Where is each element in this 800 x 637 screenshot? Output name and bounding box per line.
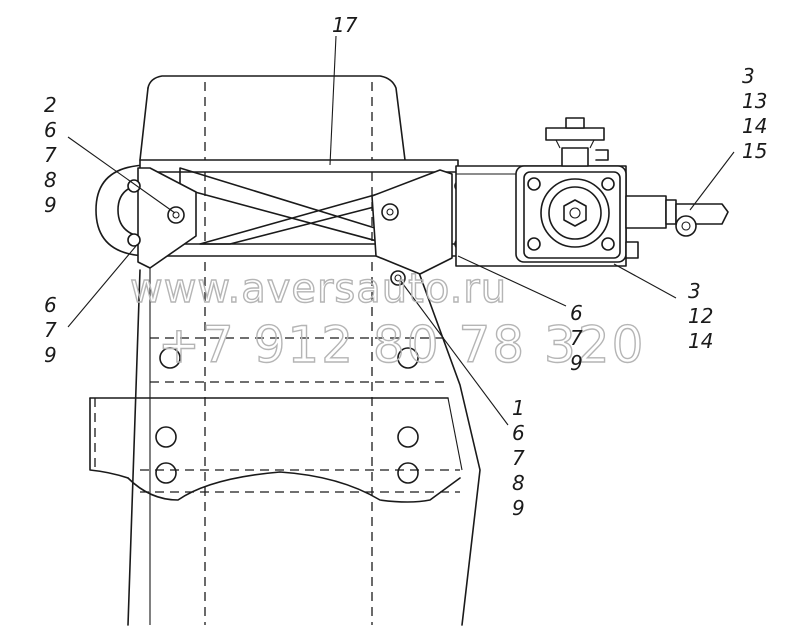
watermark-phone: +7 912 80 78 320 <box>158 316 645 374</box>
callout-number: 9 <box>570 351 583 375</box>
bracket-assembly <box>95 159 466 286</box>
callout-number: 12 <box>688 304 713 328</box>
callout-number: 3 <box>688 279 701 303</box>
watermark-site: www.aversauto.ru <box>130 266 507 312</box>
callout-number: 8 <box>44 168 57 192</box>
callout-17: 17 <box>332 13 358 37</box>
leader-lines <box>67 35 735 426</box>
callout-number: 3 <box>742 64 755 88</box>
callout-number: 14 <box>742 114 767 138</box>
callout-group-right-top: 3 13 14 15 <box>742 64 767 163</box>
callout-number: 7 <box>512 446 525 470</box>
callout-group-left-bottom: 6 7 9 <box>44 293 57 367</box>
valve-body <box>455 117 729 267</box>
callout-number: 7 <box>44 143 57 167</box>
callout-number: 1 <box>512 396 525 420</box>
callout-group-left-top: 2 6 7 8 9 <box>44 93 57 217</box>
callout-number: 6 <box>44 118 57 142</box>
callout-number: 6 <box>570 301 583 325</box>
callout-number: 7 <box>570 326 583 350</box>
callout-number: 8 <box>512 471 525 495</box>
frame-spar <box>89 75 481 626</box>
callout-number: 13 <box>742 89 767 113</box>
callout-group-right-mid: 3 12 14 <box>688 279 713 353</box>
callout-number: 15 <box>742 139 767 163</box>
callout-number: 6 <box>44 293 57 317</box>
callout-number: 9 <box>512 496 525 520</box>
callout-number: 9 <box>44 193 57 217</box>
callout-number: 7 <box>44 318 57 342</box>
callout-number: 9 <box>44 343 57 367</box>
callout-group-center-bottom: 1 6 7 8 9 <box>512 396 525 520</box>
callout-number: 14 <box>688 329 713 353</box>
callout-number: 6 <box>512 421 525 445</box>
callout-number: 2 <box>44 93 57 117</box>
callout-group-center-mid: 6 7 9 <box>570 301 583 375</box>
